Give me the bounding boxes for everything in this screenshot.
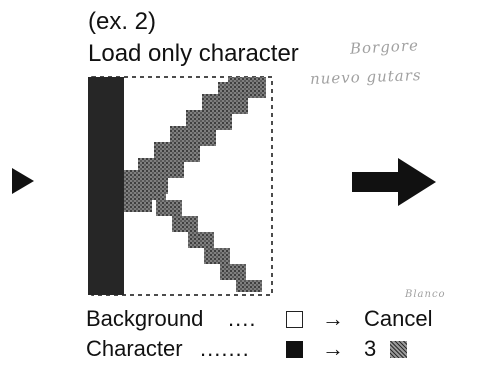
glyph-lower-diagonal	[124, 170, 262, 292]
leader-dots: .......	[200, 336, 250, 361]
filled-square-icon	[286, 341, 303, 358]
background-label: Background	[86, 306, 204, 331]
example-label: (ex. 2)	[88, 8, 157, 35]
arrow-icon: →	[322, 336, 344, 361]
pointer-triangle-icon	[12, 168, 34, 194]
empty-square-icon	[286, 311, 303, 328]
handwritten-note-2: nuevo gutars	[309, 66, 422, 88]
leader-dots: ....	[228, 306, 257, 331]
right-arrow-icon	[352, 158, 436, 206]
handwritten-note-3: Blanco	[405, 289, 446, 300]
instruction-heading: Load only character	[88, 40, 299, 67]
arrow-icon: →	[322, 306, 344, 331]
glyph-bounding-box	[91, 76, 273, 296]
glyph-stem	[88, 77, 124, 295]
glyph-upper-diagonal	[124, 77, 266, 212]
glyph-preview	[88, 76, 273, 296]
background-action-value: Cancel	[364, 306, 433, 331]
character-action-value: 3	[364, 336, 377, 361]
pattern-square-icon	[390, 341, 407, 358]
character-label: Character	[86, 336, 183, 361]
handwritten-note-1: Borgore	[349, 36, 420, 58]
